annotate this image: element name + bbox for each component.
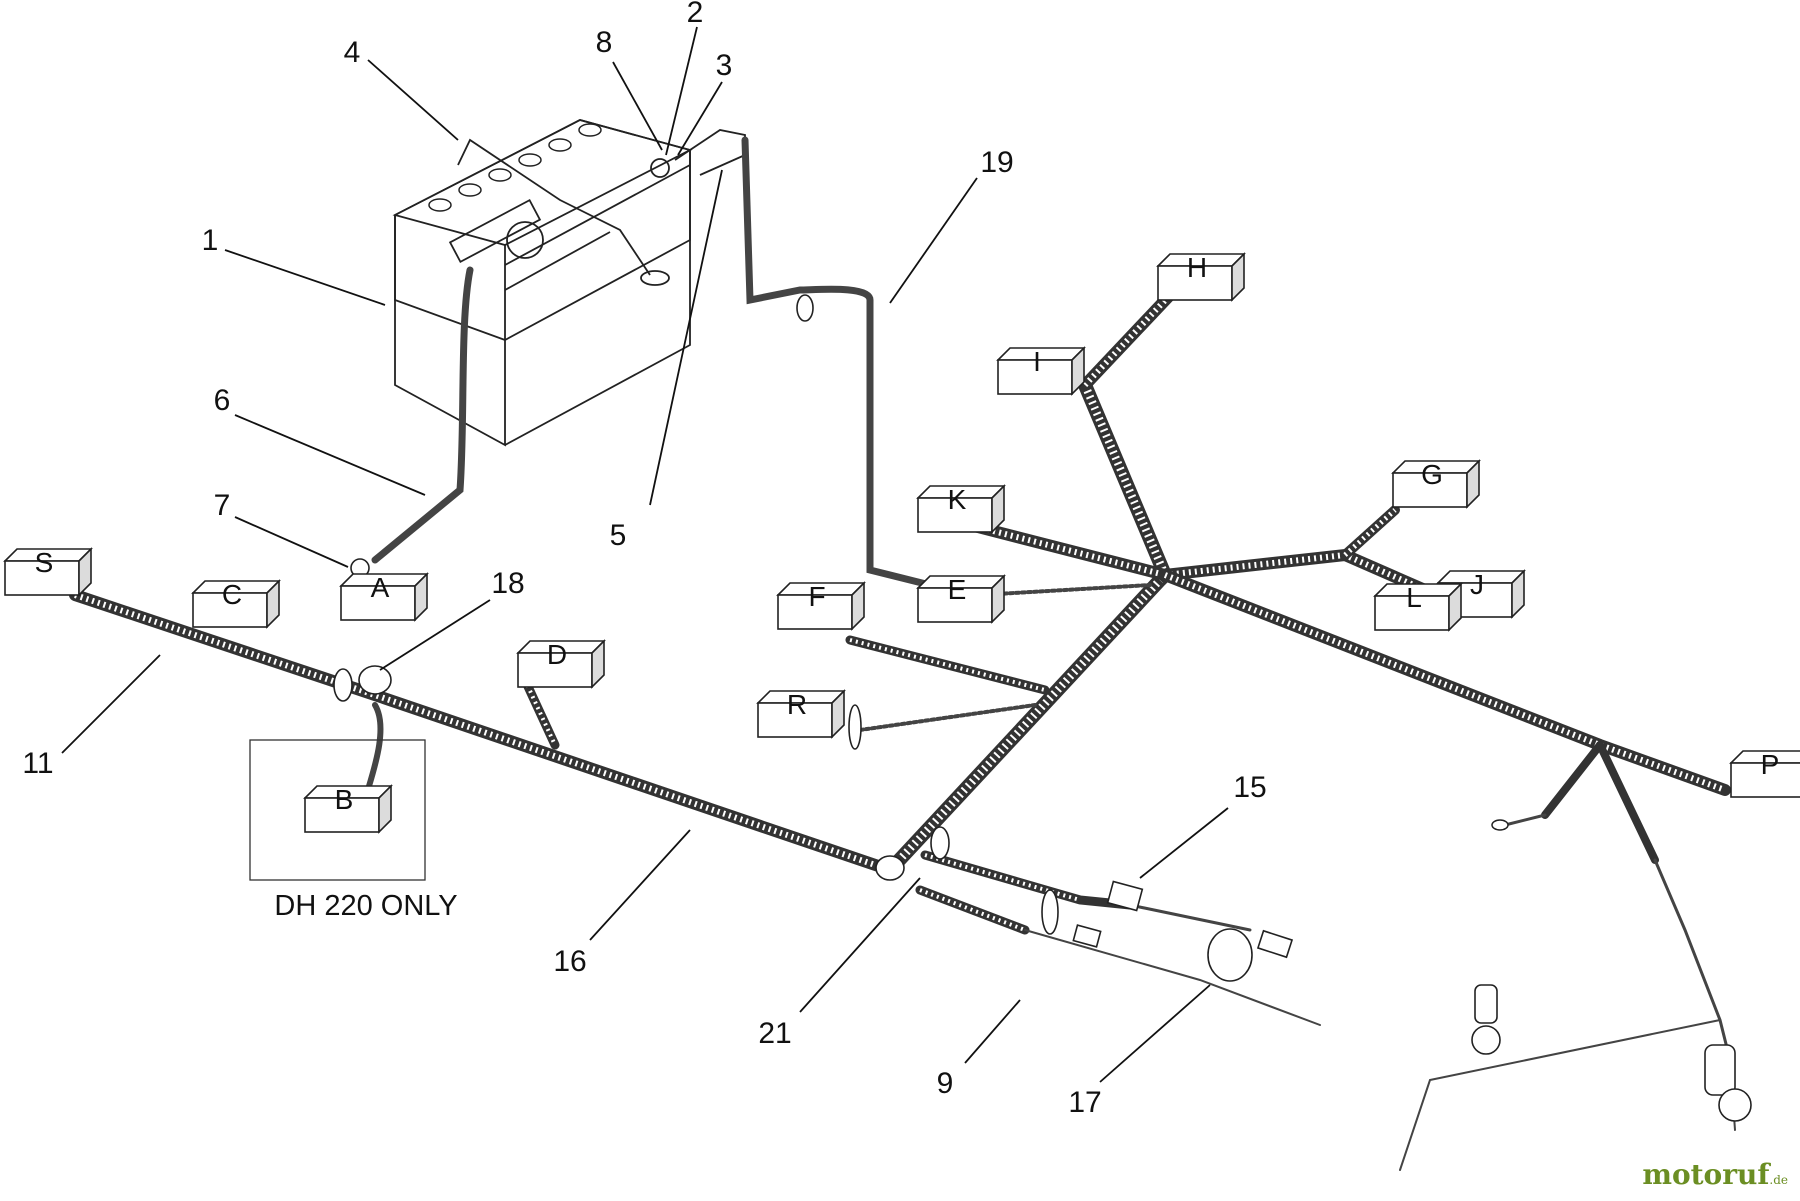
- connector-d: D: [516, 639, 606, 689]
- dh220-note: DH 220 ONLY: [274, 890, 457, 922]
- leader-lines: [61, 26, 1229, 1083]
- dh220-frame: [249, 739, 426, 881]
- callout-5: 5: [610, 519, 627, 552]
- callout-17: 17: [1068, 1086, 1101, 1119]
- connector-g: G: [1391, 459, 1481, 509]
- callout-6: 6: [214, 384, 231, 417]
- connector-boxes: A B C D E F G H I J K L P R S: [3, 252, 1800, 834]
- connector-label-f: F: [808, 581, 825, 612]
- harness-looms: [69, 289, 1736, 1171]
- watermark-suffix: .de: [1769, 1173, 1788, 1187]
- callout-15: 15: [1233, 771, 1266, 804]
- callout-11: 11: [22, 747, 53, 780]
- callout-numbers: 1 2 3 4 5 6 7 8 9 11 15 16 17 18 19 21: [22, 0, 1266, 1119]
- connector-i: I: [996, 346, 1086, 396]
- connector-label-d: D: [547, 639, 567, 670]
- connector-p: P: [1729, 749, 1800, 798]
- connector-label-e: E: [948, 574, 967, 605]
- callout-7: 7: [214, 489, 231, 522]
- callout-21: 21: [758, 1017, 791, 1050]
- connector-e: E: [916, 574, 1006, 624]
- callout-1: 1: [202, 224, 219, 257]
- connector-label-a: A: [371, 572, 390, 603]
- callout-19: 19: [980, 146, 1013, 179]
- connector-label-s: S: [35, 547, 54, 578]
- grommets: [333, 665, 1752, 1122]
- connector-b: B: [303, 784, 393, 834]
- connector-k: K: [916, 484, 1006, 534]
- connector-h: H: [1156, 252, 1246, 302]
- callout-9: 9: [937, 1067, 954, 1100]
- connector-s: S: [3, 547, 93, 597]
- connector-label-b: B: [335, 784, 354, 815]
- battery: [392, 119, 746, 447]
- connector-l: L: [1373, 582, 1463, 632]
- connector-label-g: G: [1421, 459, 1443, 490]
- connector-label-c: C: [222, 579, 242, 610]
- connector-label-i: I: [1033, 346, 1041, 377]
- callout-4: 4: [344, 36, 361, 69]
- callout-3: 3: [716, 49, 733, 82]
- connector-label-p: P: [1761, 749, 1780, 780]
- callout-18: 18: [491, 567, 524, 600]
- connector-label-l: L: [1406, 582, 1422, 613]
- callout-2: 2: [687, 0, 704, 29]
- connector-a: A: [339, 572, 429, 622]
- connector-c: C: [191, 579, 281, 629]
- connector-r: R: [756, 689, 846, 739]
- connector-label-h: H: [1187, 252, 1207, 283]
- watermark-brand: motoruf: [1642, 1158, 1770, 1191]
- callout-8: 8: [596, 26, 613, 59]
- watermark-logo: motoruf.de: [1642, 1158, 1788, 1191]
- connector-label-r: R: [787, 689, 807, 720]
- callout-16: 16: [553, 945, 586, 978]
- connector-label-k: K: [948, 484, 967, 515]
- connector-label-j: J: [1470, 569, 1484, 600]
- connector-f: F: [776, 581, 866, 631]
